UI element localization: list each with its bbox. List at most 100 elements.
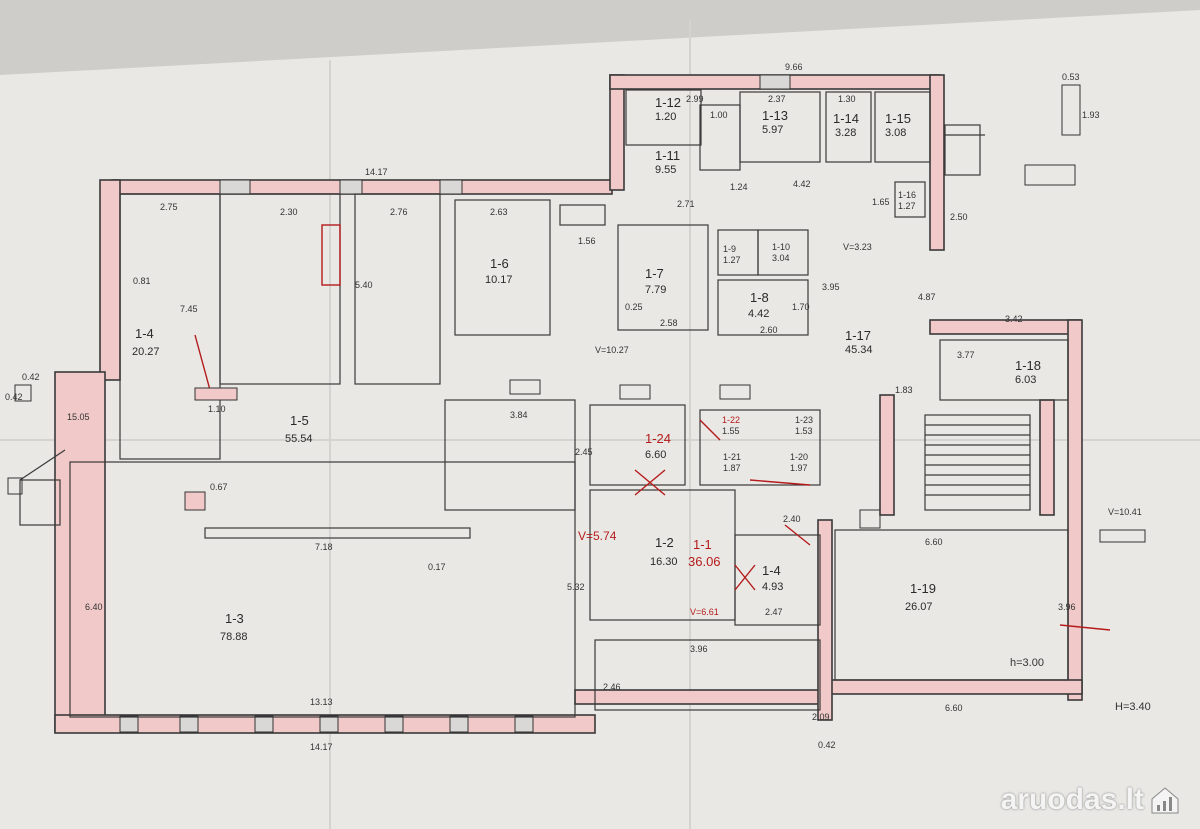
room-1-6-area: 10.17 bbox=[485, 274, 513, 286]
room-1-8-area: 4.42 bbox=[748, 308, 769, 320]
dim-label: 1.70 bbox=[792, 302, 810, 312]
dim-label: 5.40 bbox=[355, 280, 373, 290]
room-1-1-area: 36.06 bbox=[688, 554, 721, 569]
room-1-4b-id: 1-4 bbox=[762, 563, 781, 578]
dim-label: 2.58 bbox=[660, 318, 678, 328]
stairwell bbox=[19, 124, 1031, 526]
dimension-labels: 14.17 14.17 13.13 7.18 2.75 2.30 2.76 2.… bbox=[5, 62, 1151, 752]
room-1-19-area: 26.07 bbox=[905, 601, 933, 613]
room-1-7-id: 1-7 bbox=[645, 266, 664, 281]
dim-label: 1.30 bbox=[838, 94, 856, 104]
dim-label: 0.81 bbox=[133, 276, 151, 286]
room-1-10-area: 3.04 bbox=[772, 253, 790, 263]
dim-label: 5.32 bbox=[567, 582, 585, 592]
dim-label: 1.24 bbox=[730, 182, 748, 192]
dim-label: 1.10 bbox=[208, 404, 226, 414]
pillars bbox=[7, 84, 1146, 543]
dim-label: 0.67 bbox=[210, 482, 228, 492]
room-1-23-area: 1.53 bbox=[795, 426, 813, 436]
room-1-9-id: 1-9 bbox=[723, 244, 736, 254]
dim-label: 2.37 bbox=[768, 94, 786, 104]
dim-label: 2.50 bbox=[950, 212, 968, 222]
room-1-14-id: 1-14 bbox=[833, 111, 859, 126]
room-1-8-id: 1-8 bbox=[750, 290, 769, 305]
room-1-16-id: 1-16 bbox=[898, 190, 916, 200]
room-1-11-area: 9.55 bbox=[655, 164, 676, 176]
windows bbox=[119, 74, 791, 733]
table-surface bbox=[0, 0, 1200, 75]
dim-label: 7.18 bbox=[315, 542, 333, 552]
dim-label: 2.76 bbox=[390, 207, 408, 217]
dim-label: 2.47 bbox=[765, 607, 783, 617]
room-1-21-area: 1.87 bbox=[723, 463, 741, 473]
dim-label: 0.42 bbox=[5, 392, 23, 402]
dim-label: 2.60 bbox=[760, 325, 778, 335]
watermark-text: aruodas.lt bbox=[1000, 783, 1144, 816]
room-1-1-id: 1-1 bbox=[693, 537, 712, 552]
dim-label: 6.60 bbox=[925, 537, 943, 547]
dim-label: 2.71 bbox=[677, 199, 695, 209]
dim-label: 3.42 bbox=[1005, 314, 1023, 324]
dim-label: 13.13 bbox=[310, 697, 333, 707]
dim-label: V=3.23 bbox=[843, 242, 872, 252]
dim-label: 6.60 bbox=[945, 703, 963, 713]
room-labels: 1-4 20.27 1-5 55.54 1-6 10.17 1-3 78.88 … bbox=[132, 95, 1041, 643]
dim-label: V=6.61 bbox=[690, 607, 719, 617]
dim-label: 7.45 bbox=[180, 304, 198, 314]
room-1-3-area: 78.88 bbox=[220, 631, 248, 643]
dim-label: 3.96 bbox=[1058, 602, 1076, 612]
interior-walls bbox=[69, 89, 1069, 718]
watermark: aruodas.lt bbox=[1001, 783, 1182, 817]
dim-label: H=3.40 bbox=[1115, 701, 1151, 713]
room-1-18-area: 6.03 bbox=[1015, 374, 1036, 386]
dim-label: 0.25 bbox=[625, 302, 643, 312]
dim-label: 1.83 bbox=[895, 385, 913, 395]
room-1-14-area: 3.28 bbox=[835, 127, 856, 139]
dim-label: 2.30 bbox=[280, 207, 298, 217]
dim-label: 2.40 bbox=[783, 514, 801, 524]
dim-label: V=5.74 bbox=[578, 529, 617, 543]
room-1-15-area: 3.08 bbox=[885, 127, 906, 139]
room-1-11-id: 1-11 bbox=[655, 148, 680, 163]
dim-label: 1.93 bbox=[1082, 110, 1100, 120]
room-1-4-id: 1-4 bbox=[135, 326, 154, 341]
room-1-3-id: 1-3 bbox=[225, 611, 244, 626]
room-1-4b-area: 4.93 bbox=[762, 581, 783, 593]
room-1-17-area: 45.34 bbox=[845, 344, 873, 356]
dim-label: 2.09 bbox=[812, 712, 830, 722]
room-1-7-area: 7.79 bbox=[645, 284, 666, 296]
dim-label: 0.42 bbox=[818, 740, 836, 750]
dim-label: 1.56 bbox=[578, 236, 596, 246]
dim-label: 3.77 bbox=[957, 350, 975, 360]
room-1-20-id: 1-20 bbox=[790, 452, 808, 462]
dim-label: 4.87 bbox=[918, 292, 936, 302]
room-1-24-area: 6.60 bbox=[645, 449, 666, 461]
dim-label: 14.17 bbox=[365, 167, 388, 177]
room-1-16-area: 1.27 bbox=[898, 201, 916, 211]
room-1-5-id: 1-5 bbox=[290, 413, 309, 428]
dim-label: 2.63 bbox=[490, 207, 508, 217]
room-1-4-area: 20.27 bbox=[132, 346, 160, 358]
dim-label: 3.96 bbox=[690, 644, 708, 654]
dim-label: 0.17 bbox=[428, 562, 446, 572]
room-1-5-area: 55.54 bbox=[285, 433, 313, 445]
room-1-24-id: 1-24 bbox=[645, 431, 671, 446]
dim-label: 2.75 bbox=[160, 202, 178, 212]
room-1-15-id: 1-15 bbox=[885, 111, 911, 126]
red-corrections bbox=[194, 224, 1111, 631]
room-1-21-id: 1-21 bbox=[723, 452, 741, 462]
room-1-13-area: 5.97 bbox=[762, 124, 783, 136]
house-chart-icon bbox=[1151, 787, 1179, 814]
dim-label: 0.42 bbox=[22, 372, 40, 382]
room-1-17-id: 1-17 bbox=[845, 328, 871, 343]
dim-label: 0.53 bbox=[1062, 72, 1080, 82]
room-1-12-area: 1.20 bbox=[655, 111, 676, 123]
dim-label: V=10.27 bbox=[595, 345, 629, 355]
room-1-22-id: 1-22 bbox=[722, 415, 740, 425]
room-1-22-area: 1.55 bbox=[722, 426, 740, 436]
room-1-12-id: 1-12 bbox=[655, 95, 681, 110]
dim-label: 2.99 bbox=[686, 94, 704, 104]
